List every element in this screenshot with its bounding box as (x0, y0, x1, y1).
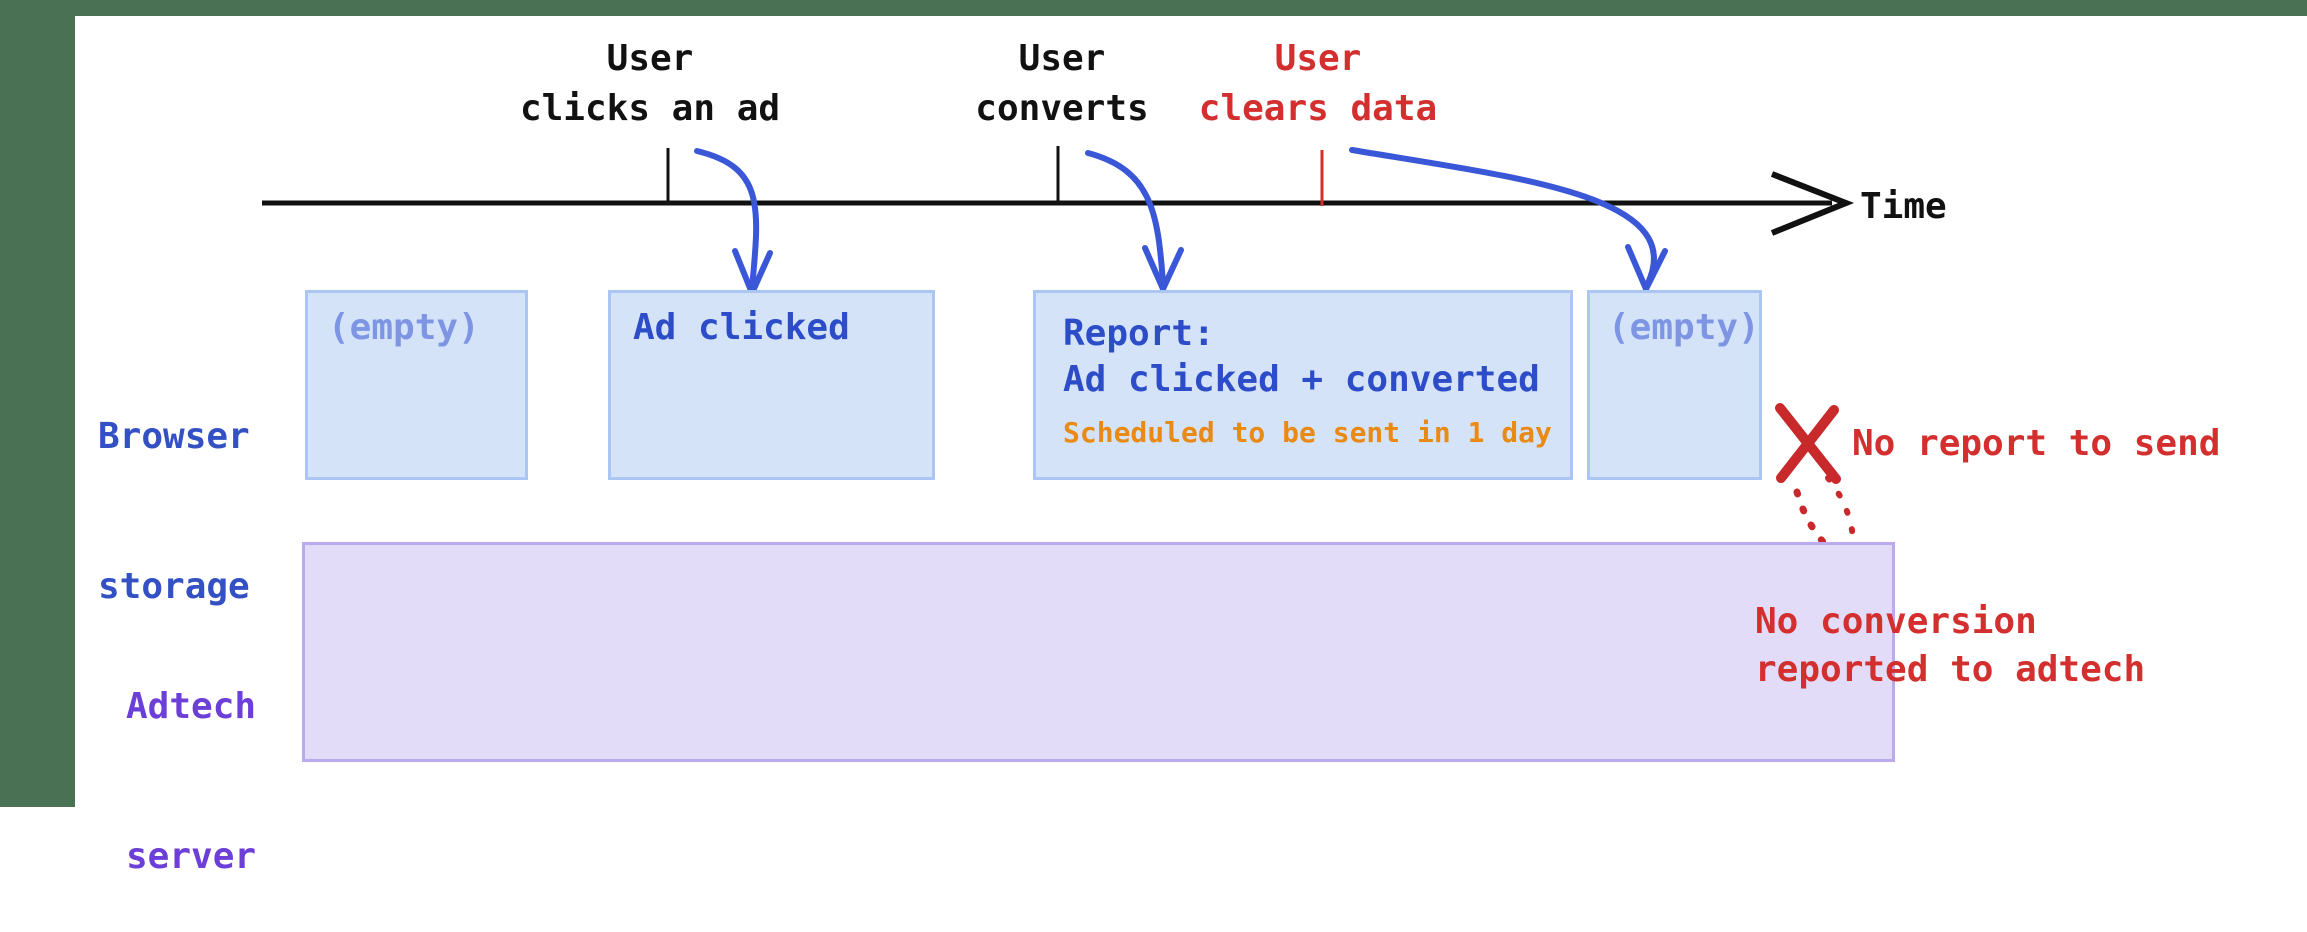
arrow1-head-right (749, 250, 773, 296)
event2-line2: converts (975, 88, 1149, 129)
adtech-label-line2: server (126, 836, 257, 877)
arrow-clear-to-empty-icon (1349, 147, 1657, 286)
dotted-trajectory-icon-2 (1825, 475, 1856, 541)
browser-label-line1: Browser (98, 416, 250, 457)
event3-line1: User (1274, 38, 1362, 79)
event1-line1: User (606, 38, 694, 79)
storage-box-ad-clicked-label: Ad clicked (633, 307, 850, 348)
arrow2-head-left (1142, 245, 1166, 292)
row-label-adtech-server: Adtech server (126, 582, 256, 932)
annotation-no-conversion: No conversion reported to adtech (1755, 598, 2145, 694)
event3-line2: clears data (1198, 88, 1438, 129)
frame-left-strip (0, 0, 75, 807)
arrow-convert-to-report-icon (1085, 150, 1166, 286)
storage-box-report: Report: Ad clicked + converted Scheduled… (1033, 290, 1573, 480)
event-label-user-clicks-ad: User clicks an ad (440, 34, 860, 134)
time-axis-label: Time (1860, 186, 1947, 227)
event-arrows (694, 147, 1668, 296)
diagram-canvas: { "diagram_title_implicit": "Attribution… (0, 0, 2307, 877)
storage-box-empty-1-label: (empty) (328, 307, 480, 348)
event1-line2: clicks an ad (519, 88, 781, 129)
arrow3-head-left (1625, 244, 1649, 292)
adtech-server-box (302, 542, 1895, 762)
storage-box-empty-2: (empty) (1587, 290, 1762, 480)
arrow2-head-right (1160, 247, 1184, 292)
adtech-label-line1: Adtech (126, 686, 257, 727)
storage-box-ad-clicked: Ad clicked (608, 290, 935, 480)
storage-box-empty-2-label: (empty) (1608, 307, 1760, 348)
storage-box-empty-1: (empty) (305, 290, 528, 480)
frame-top-strip (0, 0, 2307, 16)
report-schedule-note: Scheduled to be sent in 1 day (1063, 416, 1552, 449)
report-content: Ad clicked + converted (1063, 359, 1540, 400)
event-label-user-clears-data: User clears data (1108, 34, 1528, 134)
event2-line1: User (1018, 38, 1106, 79)
browser-label-line2: storage (98, 566, 250, 607)
row-label-browser-storage: Browser storage (98, 312, 250, 662)
arrow3-head-right (1643, 248, 1668, 292)
event-label-user-converts: User converts (852, 34, 1272, 134)
annotation-no-report: No report to send (1852, 423, 2221, 464)
report-title: Report: (1063, 313, 1215, 354)
no-conversion-line1: No conversion (1755, 601, 2037, 642)
timeline-arrowhead-icon (1770, 171, 1855, 236)
red-x-icon (1775, 403, 1841, 484)
arrow-click-to-storage-icon (694, 148, 760, 291)
arrow1-head-left (732, 248, 755, 296)
no-conversion-line2: reported to adtech (1755, 649, 2146, 690)
